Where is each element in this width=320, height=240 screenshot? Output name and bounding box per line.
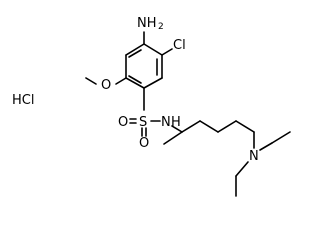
methoxy-oxygen-label: O <box>101 78 111 93</box>
sulfonamide-hydrogen-label: H <box>171 115 181 130</box>
sulfur-label: S <box>139 115 147 130</box>
ring-double-bond <box>128 75 142 84</box>
chloro-label: Cl <box>173 38 186 53</box>
salt-label: HCl <box>12 93 34 108</box>
ring-double-bond <box>128 49 142 58</box>
molecule-structure: HCl NH 2 Cl O S O O N H N <box>12 16 291 197</box>
ethyl-bond <box>235 161 249 177</box>
chain-bond <box>217 120 237 133</box>
methyl-bond <box>85 77 97 85</box>
ethyl-bond <box>259 142 273 151</box>
ring-bond <box>125 77 145 89</box>
amino-subscript: 2 <box>158 22 164 32</box>
chain-bond <box>163 131 183 145</box>
chain-bond <box>171 125 183 133</box>
methoxy-bond <box>115 77 127 85</box>
amino-label: NH <box>137 16 157 31</box>
ethyl-bond <box>271 131 291 144</box>
ring-bond <box>143 77 163 89</box>
amine-nitrogen-label: N <box>249 149 259 164</box>
sulfonamide-nitrogen-label: N <box>161 115 171 130</box>
sulfonyl-oxygen-label: O <box>139 136 149 151</box>
ring-bond <box>143 43 163 56</box>
chain-bond <box>199 120 219 133</box>
sulfonyl-oxygen-label: O <box>118 115 128 130</box>
ring-bond <box>125 43 145 56</box>
chain-bond <box>181 120 201 133</box>
chloro-bond <box>161 48 173 56</box>
chain-bond <box>235 120 255 133</box>
